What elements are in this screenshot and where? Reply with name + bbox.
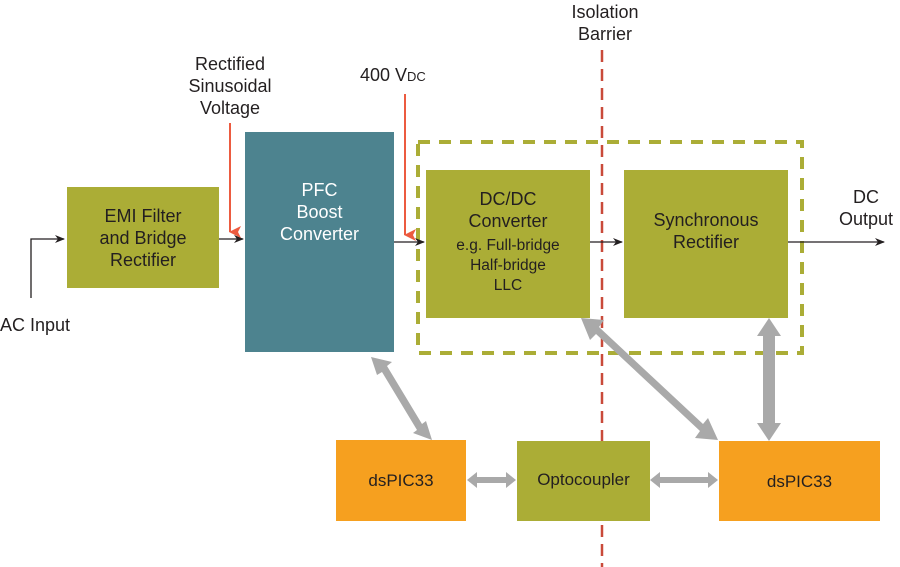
pfc-boost-block: PFC Boost Converter [245, 132, 394, 352]
dc-output-label: DC Output [832, 186, 900, 230]
dcdc-title-2: Converter [468, 211, 548, 231]
rectified-voltage-label: Rectified Sinusoidal Voltage [180, 53, 280, 119]
vdc-value: 400 V [360, 65, 408, 85]
dspic-left-label: dsPIC33 [368, 471, 434, 490]
optocoupler-block: Optocoupler [517, 441, 650, 521]
dspic33-right-block: dsPIC33 [719, 441, 880, 521]
isolation-line-2: Barrier [577, 24, 632, 44]
dc-output-line-1: DC [853, 187, 879, 207]
dspic-opto-link-left [467, 472, 516, 488]
emi-line-1: EMI Filter [104, 205, 182, 226]
sync-line-1: Synchronous [653, 210, 759, 230]
ac-input-line [30, 235, 65, 298]
dspic33-left-block: dsPIC33 [336, 440, 466, 521]
gray-arrows [371, 318, 781, 488]
emi-line-2: and Bridge [99, 227, 187, 248]
vdc-subscript: DC [407, 69, 426, 84]
opto-dspic-link-right [650, 472, 718, 488]
isolated-converter-group [416, 140, 804, 355]
opto-label: Optocoupler [537, 469, 630, 489]
rectified-line-1: Rectified [194, 54, 266, 74]
ac-input-label: AC Input [0, 315, 71, 335]
dcdc-converter-block: DC/DC Converter e.g. Full-bridge Half-br… [426, 170, 590, 318]
emi-line-3: Rectifier [109, 249, 176, 270]
dcdc-dspic-link [581, 318, 718, 440]
pfc-line-2: Boost [296, 202, 343, 222]
dspic-right-label: dsPIC33 [766, 471, 833, 491]
synchronous-rectifier-block: Synchronous Rectifier [624, 170, 788, 318]
dc-output-line-2: Output [838, 209, 894, 229]
emi-filter-block: EMI Filter and Bridge Rectifier [67, 187, 219, 288]
sync-dspic-link [757, 318, 781, 441]
pfc-line-3: Converter [279, 224, 360, 244]
isolation-barrier-label: Isolation Barrier [555, 1, 655, 45]
rectified-line-3: Voltage [199, 98, 261, 118]
rectified-line-2: Sinusoidal [188, 76, 272, 96]
vdc-label: 400 VDC [360, 64, 426, 88]
pfc-dspic-link [371, 357, 432, 440]
dcdc-example-2: Half-bridge [470, 257, 546, 274]
dcdc-title-1: DC/DC [479, 189, 537, 209]
pfc-line-1: PFC [301, 180, 338, 200]
dcdc-example-3: LLC [493, 277, 523, 294]
dcdc-example-1: e.g. Full-bridge [456, 237, 560, 254]
isolation-line-1: Isolation [571, 2, 639, 22]
sync-line-2: Rectifier [672, 232, 739, 252]
